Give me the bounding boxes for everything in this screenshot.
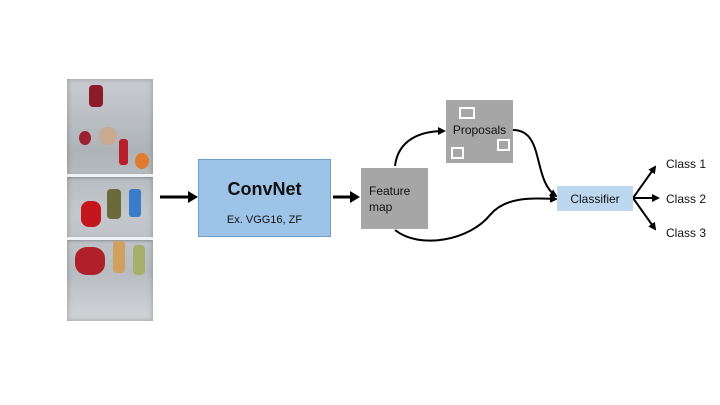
arrow-to-class-1 bbox=[632, 165, 657, 199]
classifier-label: Classifier bbox=[570, 192, 620, 206]
class-2-label: Class 2 bbox=[666, 192, 707, 206]
proposal-box bbox=[451, 147, 464, 159]
proposals-label: Proposals bbox=[452, 123, 507, 137]
bottle bbox=[113, 241, 125, 273]
classifier-block: Classifier bbox=[557, 186, 633, 211]
proposal-box bbox=[459, 107, 475, 119]
onion bbox=[99, 127, 117, 145]
feature-map-label: Feature map bbox=[369, 184, 411, 214]
bottle bbox=[133, 245, 145, 275]
red-bottle-small bbox=[119, 139, 128, 165]
arrow-feature-to-proposals bbox=[394, 127, 446, 167]
fridge-input-image bbox=[67, 79, 153, 321]
jar bbox=[107, 189, 121, 219]
feature-map-block: Feature map bbox=[361, 168, 428, 229]
arrowhead bbox=[188, 191, 198, 203]
class-1-label: Class 1 bbox=[666, 157, 707, 171]
red-fruit bbox=[79, 131, 91, 145]
red-pepper bbox=[81, 201, 101, 227]
convnet-block: ConvNet Ex. VGG16, ZF bbox=[198, 159, 331, 237]
convnet-subtitle: Ex. VGG16, ZF bbox=[226, 214, 303, 226]
arrow-proposals-to-classifier bbox=[512, 129, 558, 198]
arrow-feature-to-classifier bbox=[394, 194, 558, 242]
tomatoes bbox=[75, 247, 105, 275]
class-3-label: Class 3 bbox=[666, 226, 707, 240]
orange bbox=[135, 153, 149, 169]
arrow-to-class-3 bbox=[632, 197, 657, 231]
red-bottle bbox=[89, 85, 103, 107]
proposals-block: Proposals bbox=[446, 100, 513, 163]
blue-carton bbox=[129, 189, 141, 217]
convnet-title: ConvNet bbox=[227, 179, 302, 199]
arrowhead bbox=[350, 191, 360, 203]
proposal-box bbox=[497, 139, 510, 151]
shelf bbox=[67, 237, 153, 240]
shelf bbox=[67, 174, 153, 177]
